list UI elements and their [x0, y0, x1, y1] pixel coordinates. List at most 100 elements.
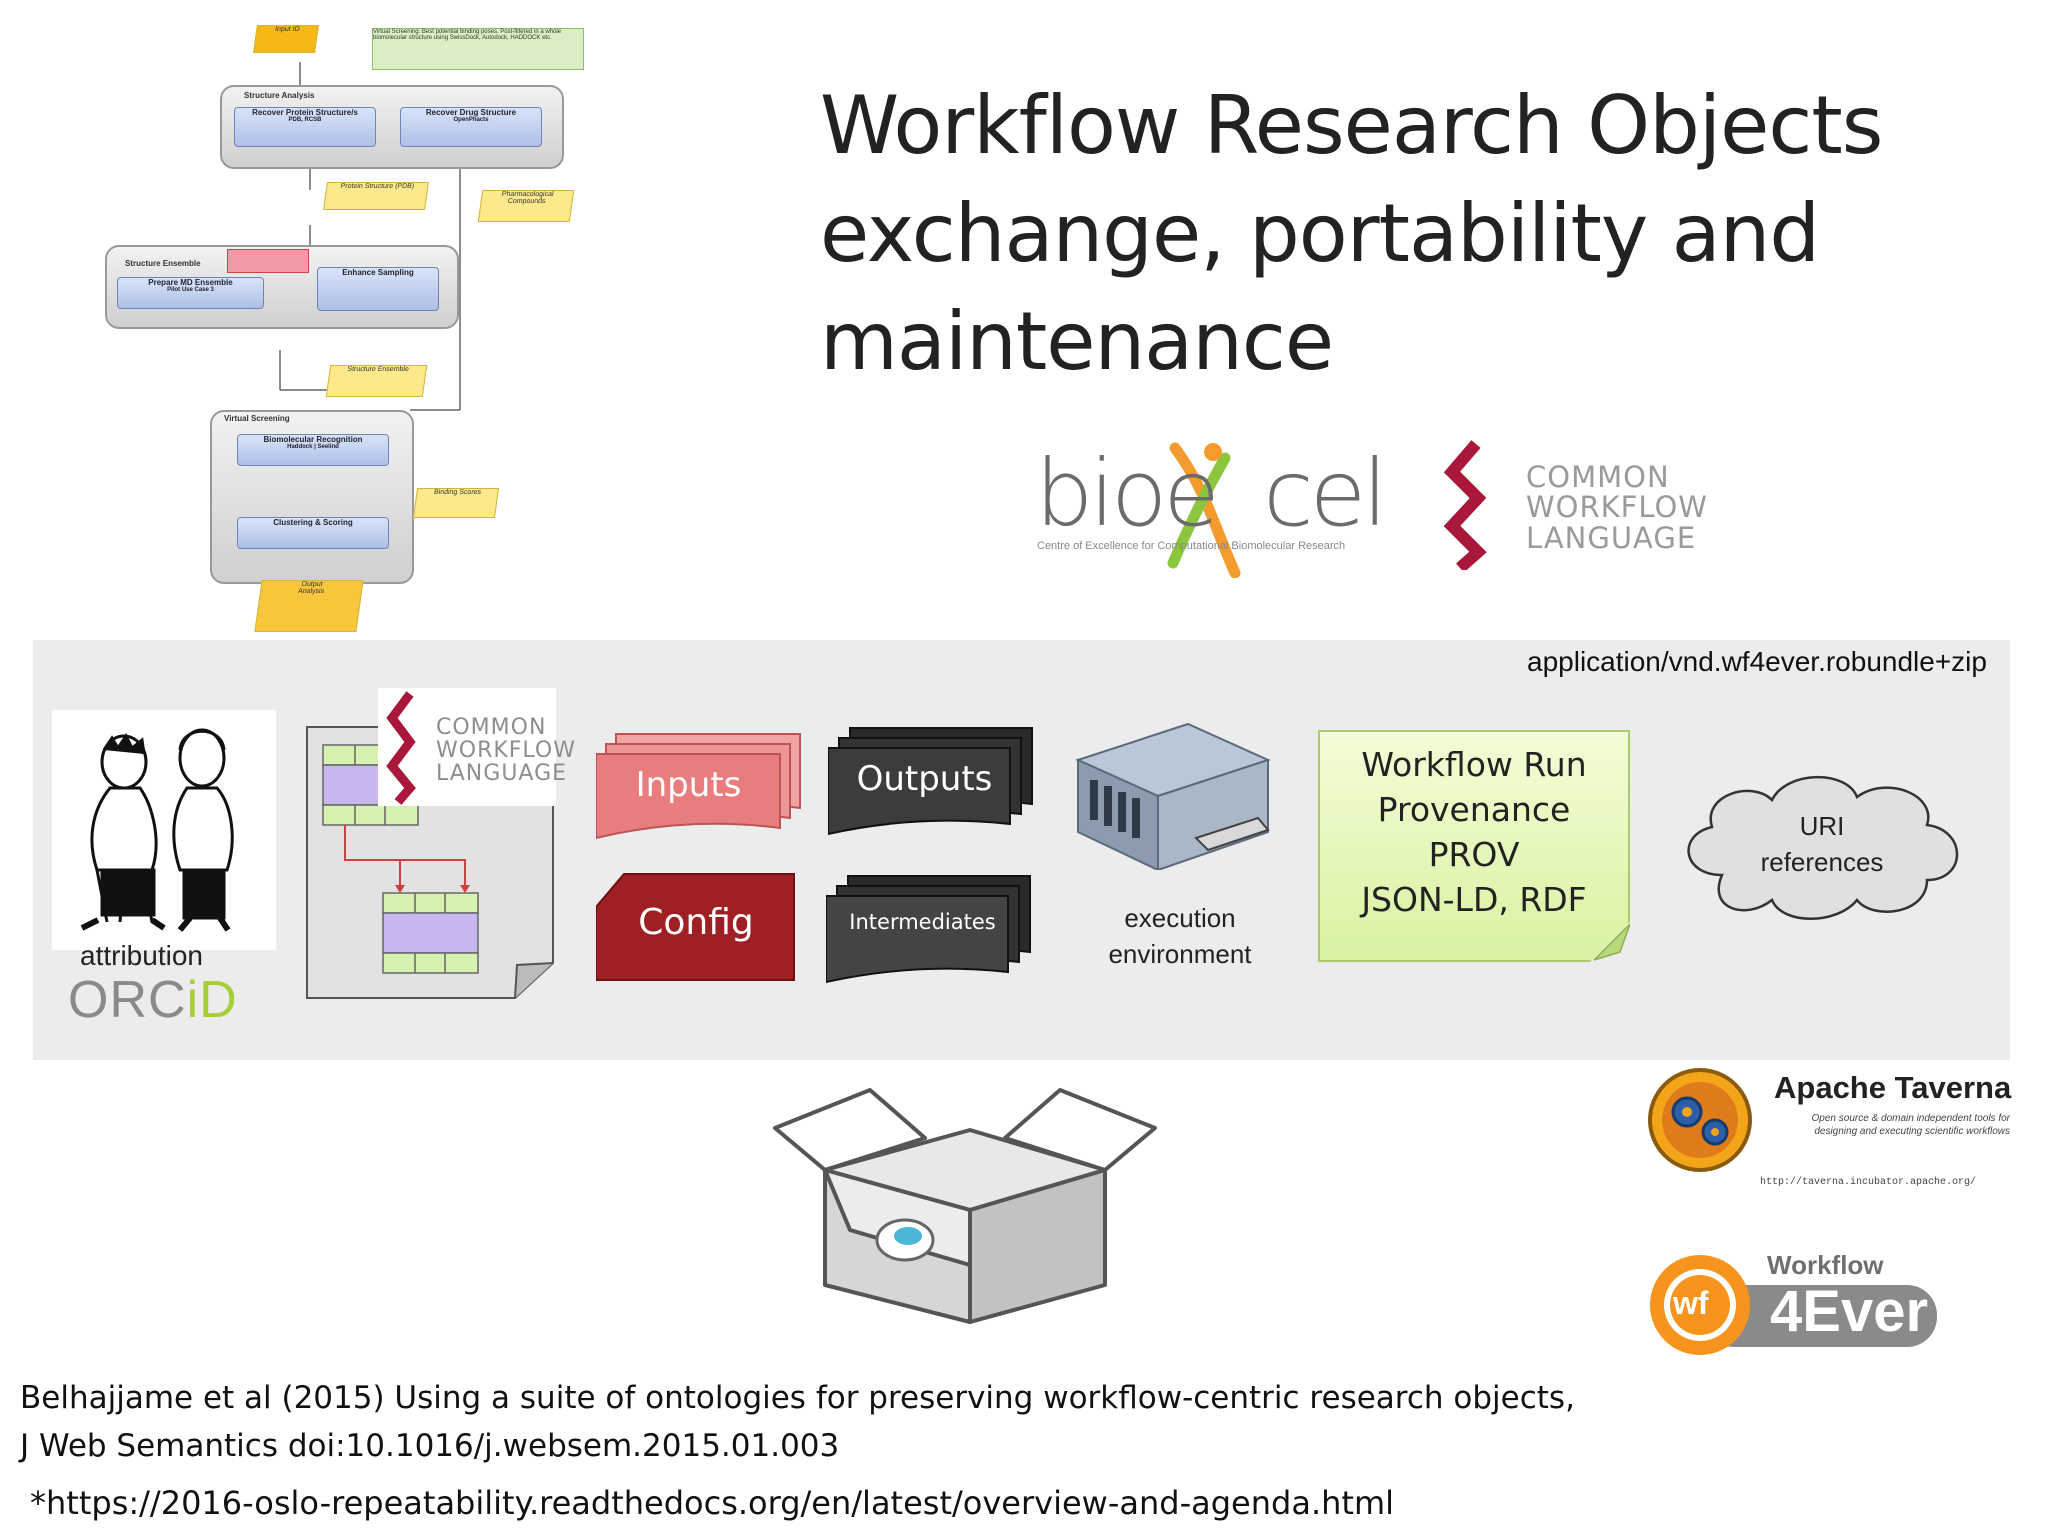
flow-node-sub: PDB, RCSB [288, 117, 322, 123]
flow-node-prepare-md: Prepare MD Ensemble Pilot Use Case 3 [117, 277, 264, 309]
attribution-people-image [52, 710, 276, 950]
intermediates-stack-icon [826, 875, 1031, 984]
cwl-mid-logo: COMMON WORKFLOW LANGUAGE [378, 688, 575, 806]
citation-line-2: J Web Semantics doi:10.1016/j.websem.201… [20, 1428, 840, 1464]
uri-line-1: URI [1799, 811, 1845, 841]
orcid-prefix: ORC [68, 971, 187, 1029]
execution-environment-label: execution environment [1080, 900, 1280, 972]
prov-line-1: Workflow Run [1361, 745, 1587, 784]
apache-taverna-logo [1645, 1060, 2015, 1190]
cloud-icon [1687, 775, 1959, 920]
flow-note-binding: Binding Scores [412, 488, 500, 518]
wf4ever-workflow-text: Workflow [1767, 1250, 1884, 1280]
uri-cloud [1672, 765, 1972, 925]
flow-node-text: Prepare MD Ensemble [148, 278, 233, 287]
flow-note-text: Protein Structure (PDB) [340, 183, 415, 190]
flow-node-text: Clustering & Scoring [273, 518, 353, 527]
cwl-line-2: WORKFLOW [1526, 490, 1708, 525]
flow-group-title-vs: Virtual Screening [224, 414, 290, 423]
flow-group-ensemble: Structure Ensemble Prepare MD Ensemble P… [105, 245, 459, 329]
inputs-label: Inputs [635, 765, 742, 805]
cwl-mid-wordmark: COMMON WORKFLOW LANGUAGE [436, 716, 576, 785]
cwl-line-3: LANGUAGE [1526, 520, 1697, 555]
attribution-label: attribution [80, 940, 203, 971]
provenance-text: Workflow Run Provenance PROV JSON-LD, RD… [1320, 742, 1628, 922]
bioexcel-logo: bioexcel Centre of Excellence for Comput… [1035, 440, 1388, 580]
intermediates-label: Intermediates [849, 910, 996, 934]
outputs-stack-icon [828, 727, 1033, 836]
people-icon [80, 728, 234, 932]
taverna-gears-icon [1648, 1068, 1752, 1172]
title-line-1: Workflow Research Objects [820, 79, 1883, 172]
flow-group-structure-analysis: Structure Analysis Recover Protein Struc… [220, 85, 564, 169]
flow-group-title-sa: Structure Analysis [244, 91, 315, 100]
flow-analysis-label: Analysis [297, 588, 325, 595]
cwl-line-2: WORKFLOW [436, 738, 576, 764]
citation-line-1: Belhajjame et al (2015) Using a suite of… [20, 1380, 1575, 1416]
flow-note-protein: Protein Structure (PDB) [323, 182, 429, 210]
exec-line-1: execution [1124, 903, 1236, 933]
bioexcel-tagline: Centre of Excellence for Computational B… [1037, 540, 1346, 552]
flow-node-text: Enhance Sampling [342, 268, 414, 277]
taverna-url: http://taverna.incubator.apache.org/ [1760, 1177, 1977, 1188]
flow-output-label: Output [301, 581, 324, 588]
config-label: Config [638, 902, 754, 943]
flow-node-recover-drug: Recover Drug Structure OpenPhacts [400, 107, 542, 147]
uri-line-2: references [1760, 847, 1884, 877]
flow-note-text: Pharmacological Compounds [501, 191, 554, 205]
flow-node-sub: OpenPhacts [453, 117, 489, 123]
cwl-logo: COMMON WORKFLOW LANGUAGE [1438, 440, 1738, 570]
footnote-url[interactable]: *https://2016-oslo-repeatability.readthe… [30, 1484, 1394, 1522]
inputs-stack-icon [596, 733, 801, 840]
flow-note-text: Structure Ensemble [346, 366, 410, 373]
flow-node-sub: Pilot Use Case 3 [167, 287, 214, 293]
flow-note-ensemble: Structure Ensemble [325, 365, 428, 397]
flow-node-text: Recover Protein Structure/s [252, 108, 358, 117]
page-curl-icon [1590, 922, 1630, 962]
prov-line-4: JSON-LD, RDF [1361, 880, 1587, 919]
server-rack-icon [1075, 722, 1271, 872]
flow-node-text: Biomolecular Recognition [263, 435, 363, 444]
wf-badge-text: wf [1673, 1285, 1709, 1321]
flow-note-text: Binding Scores [433, 489, 482, 496]
wf4ever-logo: wf [1645, 1245, 1945, 1360]
inputs-stack: Inputs [596, 730, 801, 840]
config-box: Config [596, 872, 796, 982]
flow-node-clustering: Clustering & Scoring [237, 517, 389, 549]
flow-warning-note [227, 249, 309, 273]
slide-title: Workflow Research Objects exchange, port… [820, 72, 2020, 396]
orcid-suffix: iD [186, 971, 238, 1029]
flow-output-node: Output Analysis [254, 580, 364, 632]
flow-top-note: Virtual Screening: Best potential bindin… [372, 28, 584, 70]
orcid-logo: ORCiD [68, 970, 238, 1030]
prov-line-2: Provenance [1377, 790, 1571, 829]
title-line-2: exchange, portability and [820, 187, 1820, 280]
flow-note-pharma: Pharmacological Compounds [477, 190, 575, 222]
flow-input-label: Input ID [274, 26, 301, 33]
cwl-wordmark: COMMON WORKFLOW LANGUAGE [1526, 462, 1708, 555]
workflow-diagram: Input ID Virtual Screening: Best potenti… [100, 20, 600, 640]
flow-top-note-text: Virtual Screening: Best potential bindin… [373, 29, 562, 41]
taverna-title: Apache Taverna [1774, 1070, 2012, 1105]
taverna-subtitle: Open source & domain independent tools f… [1811, 1113, 2010, 1137]
box-icon [773, 1060, 1157, 1324]
title-line-3: maintenance [820, 295, 1334, 388]
flow-node-sub: Haddock | Seelind [287, 444, 339, 450]
cwl-line-3: LANGUAGE [436, 761, 568, 787]
bioexcel-x-icon [1167, 442, 1241, 578]
citation: Belhajjame et al (2015) Using a suite of… [20, 1374, 1575, 1470]
cwl-line-1: COMMON [436, 715, 547, 740]
cwl-zigzag-icon [1443, 440, 1487, 570]
exec-line-2: environment [1108, 939, 1252, 969]
mime-type-label: application/vnd.wf4ever.robundle+zip [1527, 646, 1987, 677]
intermediates-stack: Intermediates [826, 872, 1031, 984]
wf4ever-4ever-text: 4Ever [1770, 1279, 1929, 1344]
wf4ever-badge-icon [1650, 1255, 1937, 1355]
provenance-note: Workflow Run Provenance PROV JSON-LD, RD… [1318, 730, 1630, 962]
prov-line-3: PROV [1428, 835, 1520, 874]
flow-input-node: Input ID [253, 25, 319, 53]
flow-node-recover-protein: Recover Protein Structure/s PDB, RCSB [234, 107, 376, 147]
flow-group-virtual-screening: Virtual Screening Biomolecular Recogniti… [210, 410, 414, 584]
flow-group-title-se: Structure Ensemble [125, 259, 201, 268]
cwl-zigzag-icon [386, 691, 416, 805]
